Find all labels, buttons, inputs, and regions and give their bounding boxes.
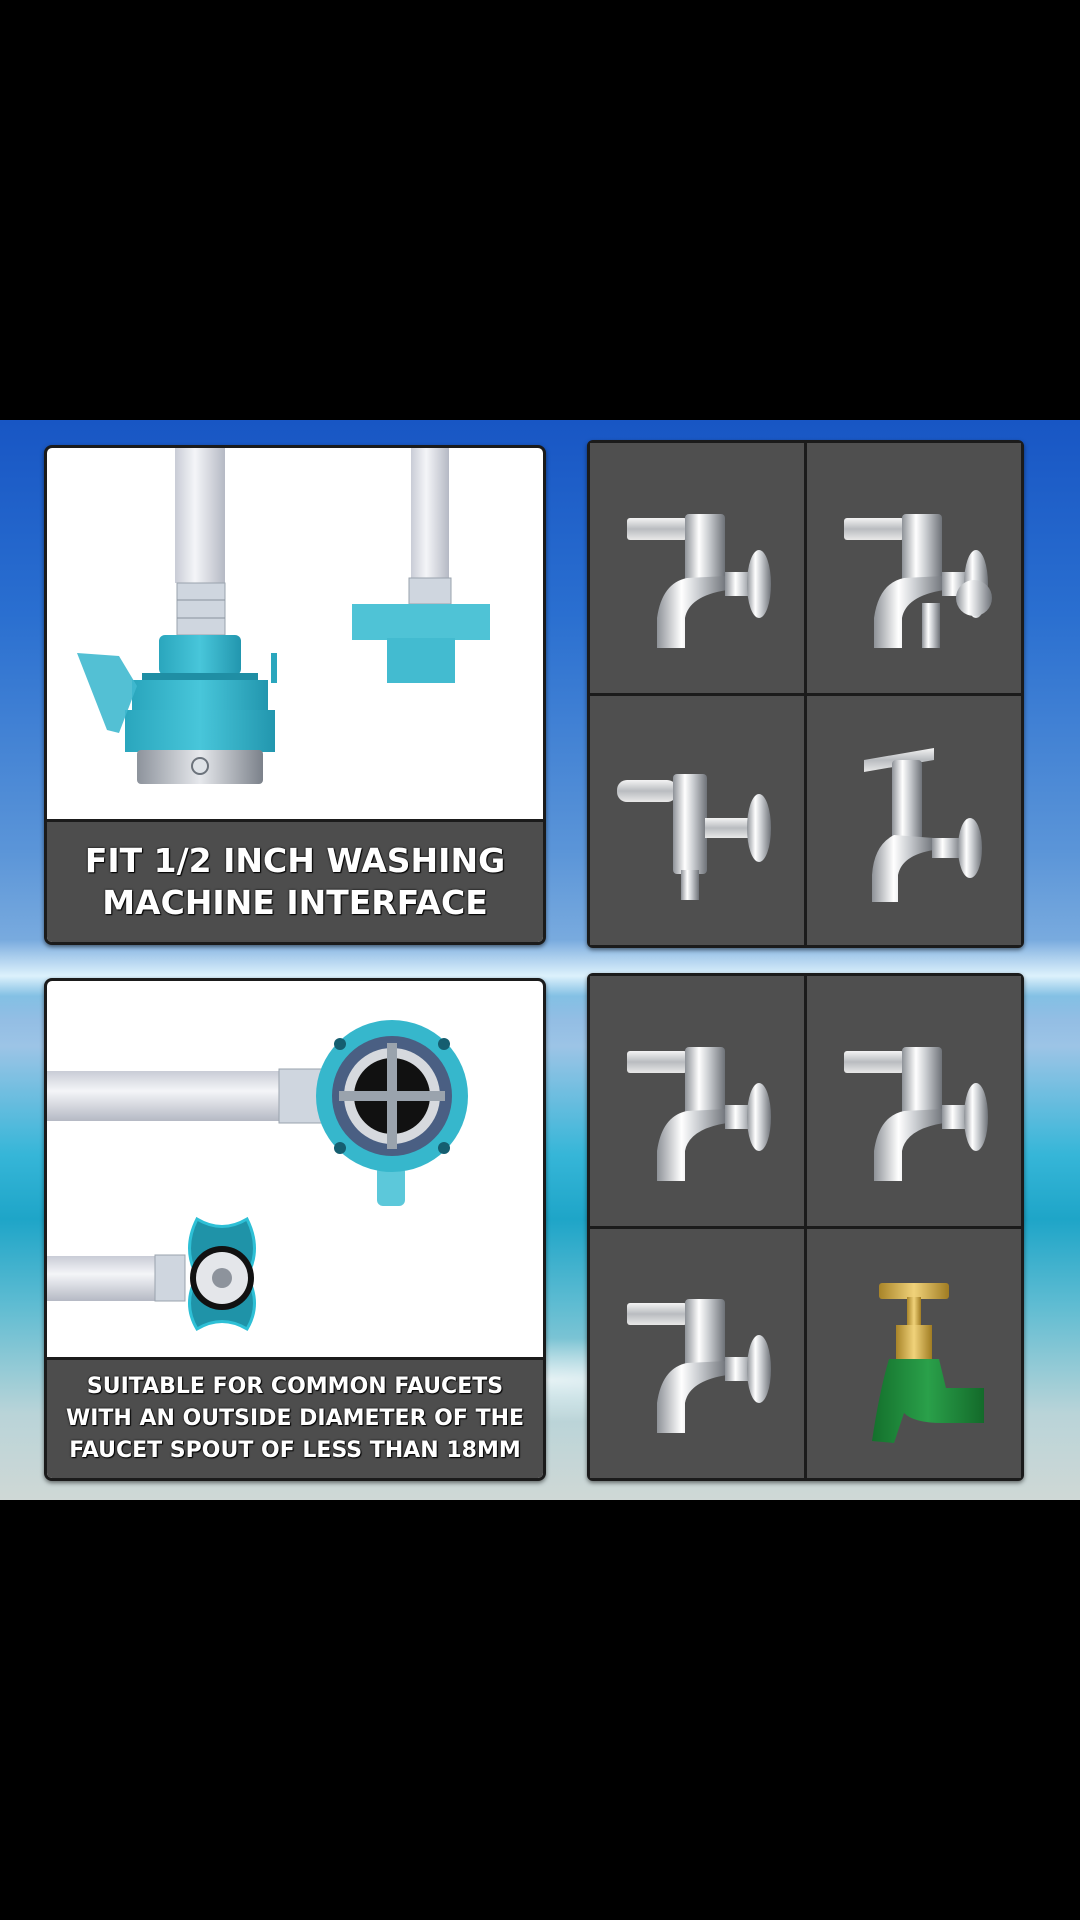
faucet-lever-bib-tap — [590, 443, 804, 693]
faucet-grid-top — [587, 440, 1024, 948]
faucet-cross-handle-tap — [807, 695, 1021, 945]
cross-handle-faucet-icon — [864, 748, 982, 903]
caption-line: FAUCET SPOUT OF LESS THAN 18MM — [69, 1438, 521, 1463]
threaded-lever-faucet-icon — [627, 1046, 771, 1181]
hose-connector-side-illustration — [77, 448, 490, 784]
wall-lever-faucet-icon — [844, 1046, 988, 1181]
short-lever-faucet-icon — [627, 1299, 771, 1434]
faucet-green-garden-tap — [807, 1228, 1021, 1478]
faucet-lever-tap-short — [590, 1228, 804, 1478]
faucet-dual-outlet-lever-tap — [807, 443, 1021, 693]
caption-line: SUITABLE FOR COMMON FAUCETS — [86, 1374, 504, 1399]
faucet-lever-tap-long-neck — [590, 695, 804, 945]
caption-line: MACHINE INTERFACE — [102, 883, 488, 922]
faucet-grid-bottom — [587, 973, 1024, 1481]
long-neck-lever-faucet-icon — [617, 774, 771, 901]
faucet-compatibility-card: SUITABLE FOR COMMON FAUCETS WITH AN OUTS… — [44, 978, 546, 1481]
faucet-compatibility-caption: SUITABLE FOR COMMON FAUCETS WITH AN OUTS… — [47, 1357, 543, 1478]
washing-machine-interface-caption: FIT 1/2 INCH WASHING MACHINE INTERFACE — [47, 819, 543, 942]
hose-connector-end-illustration — [47, 1020, 468, 1332]
lever-faucet-icon — [627, 513, 771, 648]
caption-line: WITH AN OUTSIDE DIAMETER OF THE — [65, 1406, 525, 1431]
caption-line: FIT 1/2 INCH WASHING — [84, 841, 506, 880]
garden-tap-icon — [872, 1283, 984, 1444]
washing-machine-interface-card: FIT 1/2 INCH WASHING MACHINE INTERFACE — [44, 445, 546, 945]
faucet-lever-wall-tap — [807, 976, 1021, 1226]
dual-outlet-faucet-icon — [844, 513, 992, 648]
faucet-lever-bib-tap-threaded — [590, 976, 804, 1226]
